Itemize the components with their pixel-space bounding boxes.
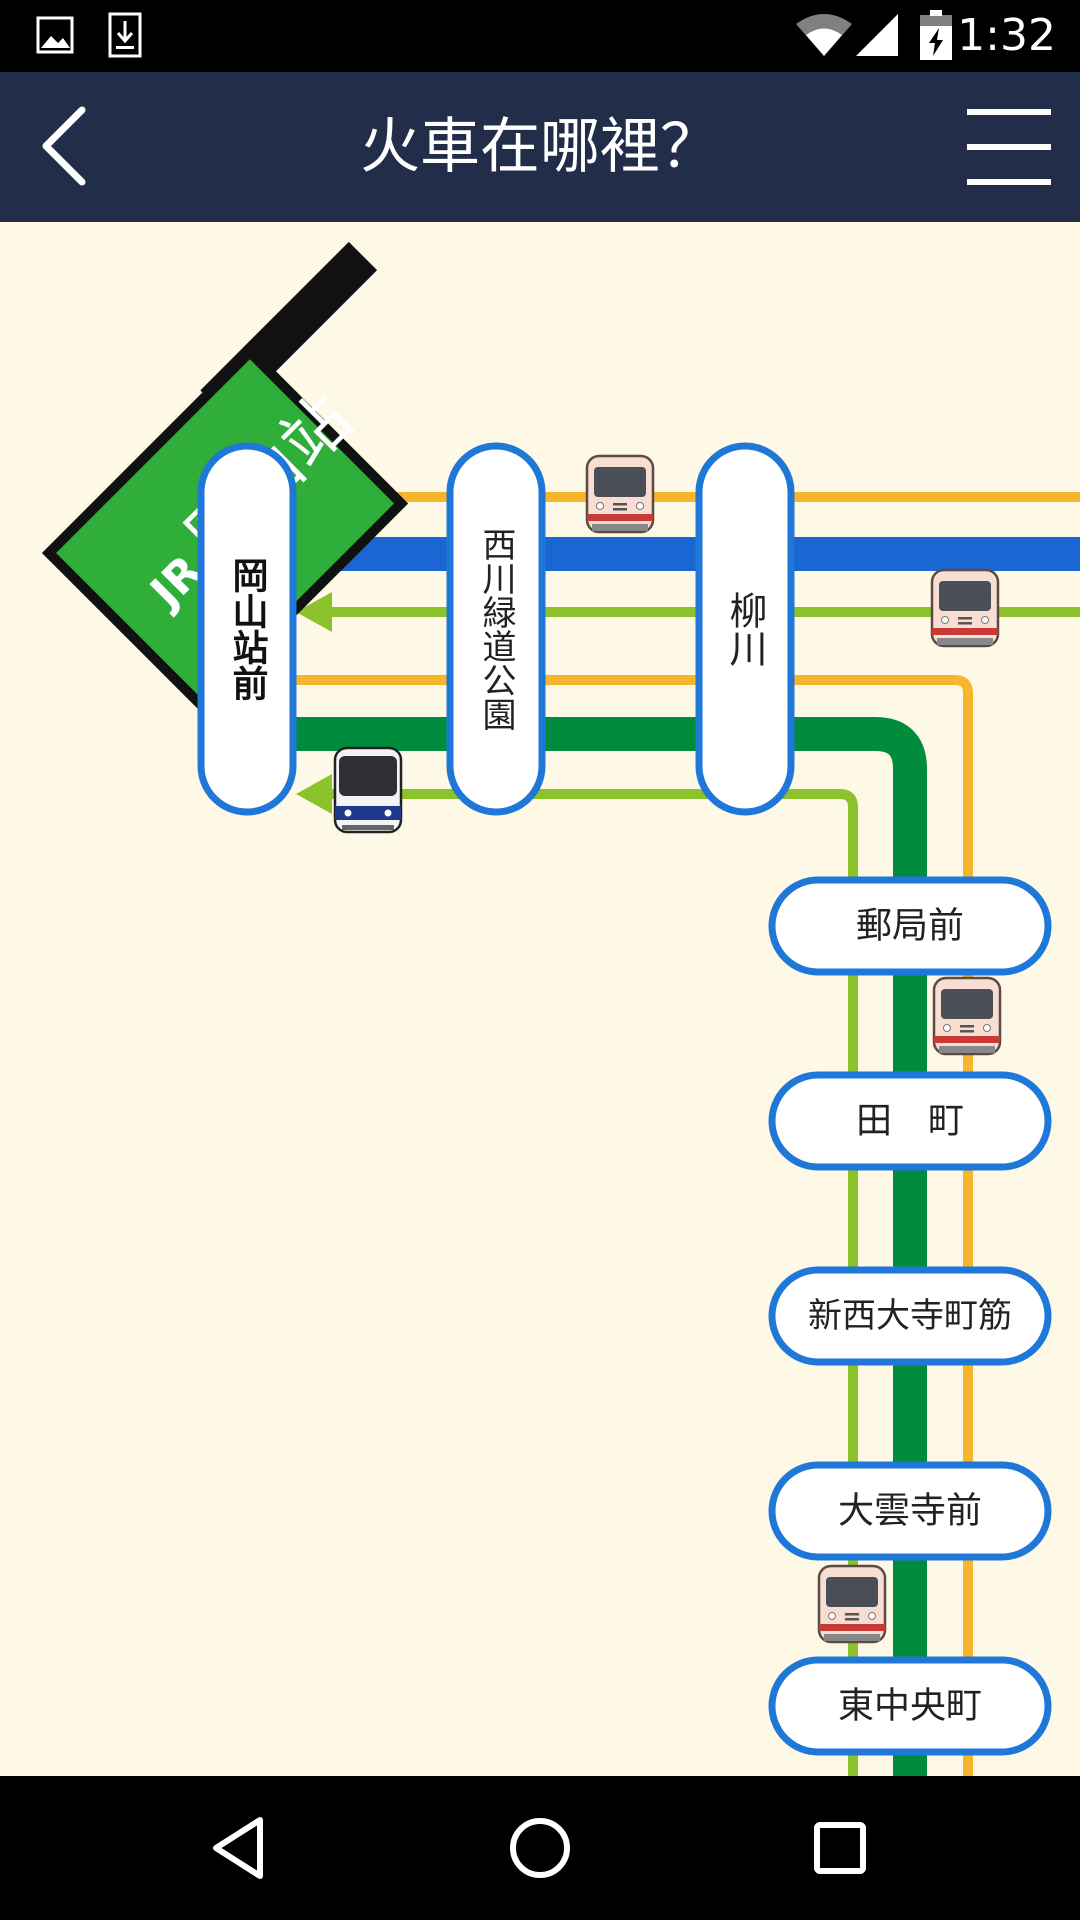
wifi-icon: [796, 14, 852, 56]
nav-recents-button[interactable]: [780, 1798, 900, 1898]
station-label: 岡山站前: [227, 557, 268, 701]
tram-icon[interactable]: [817, 1564, 887, 1644]
page-title: 火車在哪裡？: [360, 112, 720, 182]
station-label: 田 町: [856, 1101, 964, 1142]
menu-button[interactable]: [950, 97, 1060, 197]
tram-icon[interactable]: [333, 746, 403, 834]
station-yubinkyoku-mae[interactable]: 郵局前: [768, 876, 1052, 976]
chevron-left-icon: [42, 106, 86, 186]
app-bar: 火車在哪裡？: [0, 72, 1080, 222]
station-label: 新西大寺町筋: [808, 1296, 1012, 1336]
back-button[interactable]: [20, 92, 130, 202]
station-label: 西川緑道公園: [476, 527, 516, 731]
station-yanagawa[interactable]: 柳川: [695, 442, 795, 816]
tram-icon[interactable]: [930, 568, 1000, 648]
signal-icon: [856, 14, 898, 56]
station-label: 大雲寺前: [838, 1491, 982, 1532]
home-circle-icon: [510, 1818, 570, 1878]
navigation-bar: [0, 1776, 1080, 1920]
route-map: JR 岡山站 岡山站前 西川緑道公園 柳川 郵局前 田 町 新西大寺町: [41, 241, 1080, 1776]
nav-back-button[interactable]: [180, 1798, 300, 1898]
download-icon: [108, 12, 142, 58]
photo-icon: [36, 16, 74, 54]
nav-home-button[interactable]: [480, 1798, 600, 1898]
station-higashi-chuocho[interactable]: 東中央町: [768, 1656, 1052, 1756]
station-label: 柳川: [723, 591, 767, 667]
recents-square-icon: [814, 1822, 866, 1874]
station-okayama-ekimae[interactable]: 岡山站前: [197, 442, 297, 816]
status-bar: 1:32: [0, 0, 1080, 72]
green-route-line: [240, 717, 927, 1776]
tram-icon[interactable]: [932, 976, 1002, 1056]
station-shin-saidaijicho-suji[interactable]: 新西大寺町筋: [768, 1266, 1052, 1366]
route-map-area[interactable]: JR 岡山站 岡山站前 西川緑道公園 柳川 郵局前 田 町 新西大寺町: [0, 222, 1080, 1776]
direction-arrow-icon: [296, 592, 332, 632]
station-label: 郵局前: [856, 906, 964, 947]
battery-charging-icon: [920, 10, 952, 60]
station-tamachi[interactable]: 田 町: [768, 1071, 1052, 1171]
hamburger-menu-icon: [967, 109, 1051, 185]
back-triangle-icon: [213, 1817, 263, 1879]
direction-arrow-icon: [296, 774, 332, 814]
tram-icon[interactable]: [585, 454, 655, 534]
status-time: 1:32: [957, 10, 1056, 61]
station-daiunji-mae[interactable]: 大雲寺前: [768, 1461, 1052, 1561]
station-nishigawa-ryokudo-koen[interactable]: 西川緑道公園: [446, 442, 546, 816]
station-label: 東中央町: [838, 1686, 982, 1727]
